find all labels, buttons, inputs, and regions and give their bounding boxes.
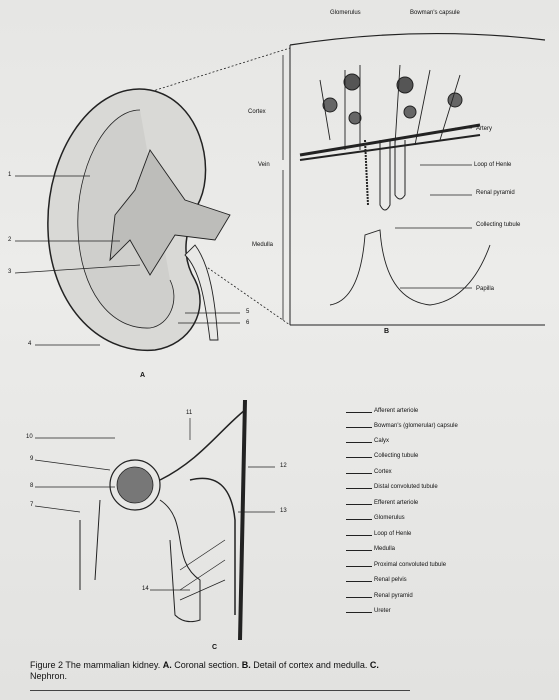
term-item: Medulla	[374, 546, 396, 552]
answer-blank[interactable]	[346, 581, 372, 582]
number-11: 11	[186, 410, 193, 416]
number-14: 14	[142, 586, 149, 592]
label-bowmans-capsule: Bowman's capsule	[410, 10, 460, 16]
label-artery: Artery	[476, 126, 493, 132]
number-1: 1	[8, 172, 12, 178]
label-glomerulus: Glomerulus	[330, 10, 361, 16]
number-4: 4	[28, 341, 32, 347]
diagram-a-letter: A	[140, 372, 146, 379]
answer-blank[interactable]	[346, 550, 372, 551]
label-renal-pyramid: Renal pyramid	[476, 190, 515, 196]
answer-blank[interactable]	[346, 535, 372, 536]
answer-blank[interactable]	[346, 473, 372, 474]
term-item: Calyx	[374, 438, 390, 444]
number-7: 7	[30, 502, 34, 508]
diagram-b-letter: B	[384, 328, 390, 335]
diagram-c-letter: C	[212, 644, 218, 651]
answer-blank[interactable]	[346, 442, 372, 443]
figure-caption: Figure 2 The mammalian kidney. A. Corona…	[30, 660, 410, 682]
term-item: Distal convoluted tubule	[374, 484, 438, 490]
number-3: 3	[8, 269, 12, 275]
diagram-b-cortex-medulla	[139, 32, 546, 326]
term-item: Efferent arteriole	[374, 500, 419, 506]
caption-a-text: Coronal section.	[171, 660, 242, 670]
answer-blank[interactable]	[346, 566, 372, 567]
answer-blank[interactable]	[346, 457, 372, 458]
label-medulla: Medulla	[252, 242, 274, 248]
answer-blank[interactable]	[346, 488, 372, 489]
term-item: Proximal convoluted tubule	[374, 562, 447, 568]
answer-blank[interactable]	[346, 504, 372, 505]
number-9: 9	[30, 456, 34, 462]
term-item: Bowman's (glomerular) capsule	[374, 423, 458, 429]
term-item: Collecting tubule	[374, 453, 419, 459]
caption-c-text: Nephron.	[30, 671, 68, 681]
number-10: 10	[26, 434, 33, 440]
term-item: Glomerulus	[374, 515, 405, 521]
caption-a-bold: A.	[162, 660, 172, 670]
label-cortex: Cortex	[248, 109, 266, 115]
diagram-a-kidney-section	[14, 88, 240, 351]
term-item: Renal pelvis	[374, 577, 407, 583]
label-vein: Vein	[258, 162, 270, 168]
label-papilla: Papilla	[476, 286, 495, 292]
label-collecting-tubule: Collecting tubule	[476, 222, 521, 228]
caption-c-bold: C.	[369, 660, 379, 670]
term-item: Ureter	[374, 608, 391, 614]
caption-text: The mammalian kidney.	[63, 660, 163, 670]
caption-b-text: Detail of cortex and medulla.	[250, 660, 370, 670]
number-2: 2	[8, 237, 12, 243]
answer-blank[interactable]	[346, 427, 372, 428]
label-loop-of-henle: Loop of Henle	[474, 162, 512, 168]
term-item: Renal pyramid	[374, 593, 413, 599]
diagram-c-nephron	[34, 399, 275, 641]
term-item: Afferent arteriole	[374, 408, 419, 414]
caption-underline	[30, 690, 410, 691]
number-5: 5	[246, 309, 250, 315]
caption-b-bold: B.	[241, 660, 251, 670]
number-13: 13	[280, 508, 287, 514]
term-item: Cortex	[374, 469, 392, 475]
number-12: 12	[280, 463, 287, 469]
answer-blank[interactable]	[346, 612, 372, 613]
caption-figure-number: Figure 2	[30, 660, 64, 670]
answer-blank[interactable]	[346, 519, 372, 520]
answer-blank[interactable]	[346, 412, 372, 413]
answer-blank[interactable]	[346, 597, 372, 598]
number-8: 8	[30, 483, 34, 489]
number-6: 6	[246, 320, 250, 326]
term-item: Loop of Henle	[374, 531, 412, 537]
